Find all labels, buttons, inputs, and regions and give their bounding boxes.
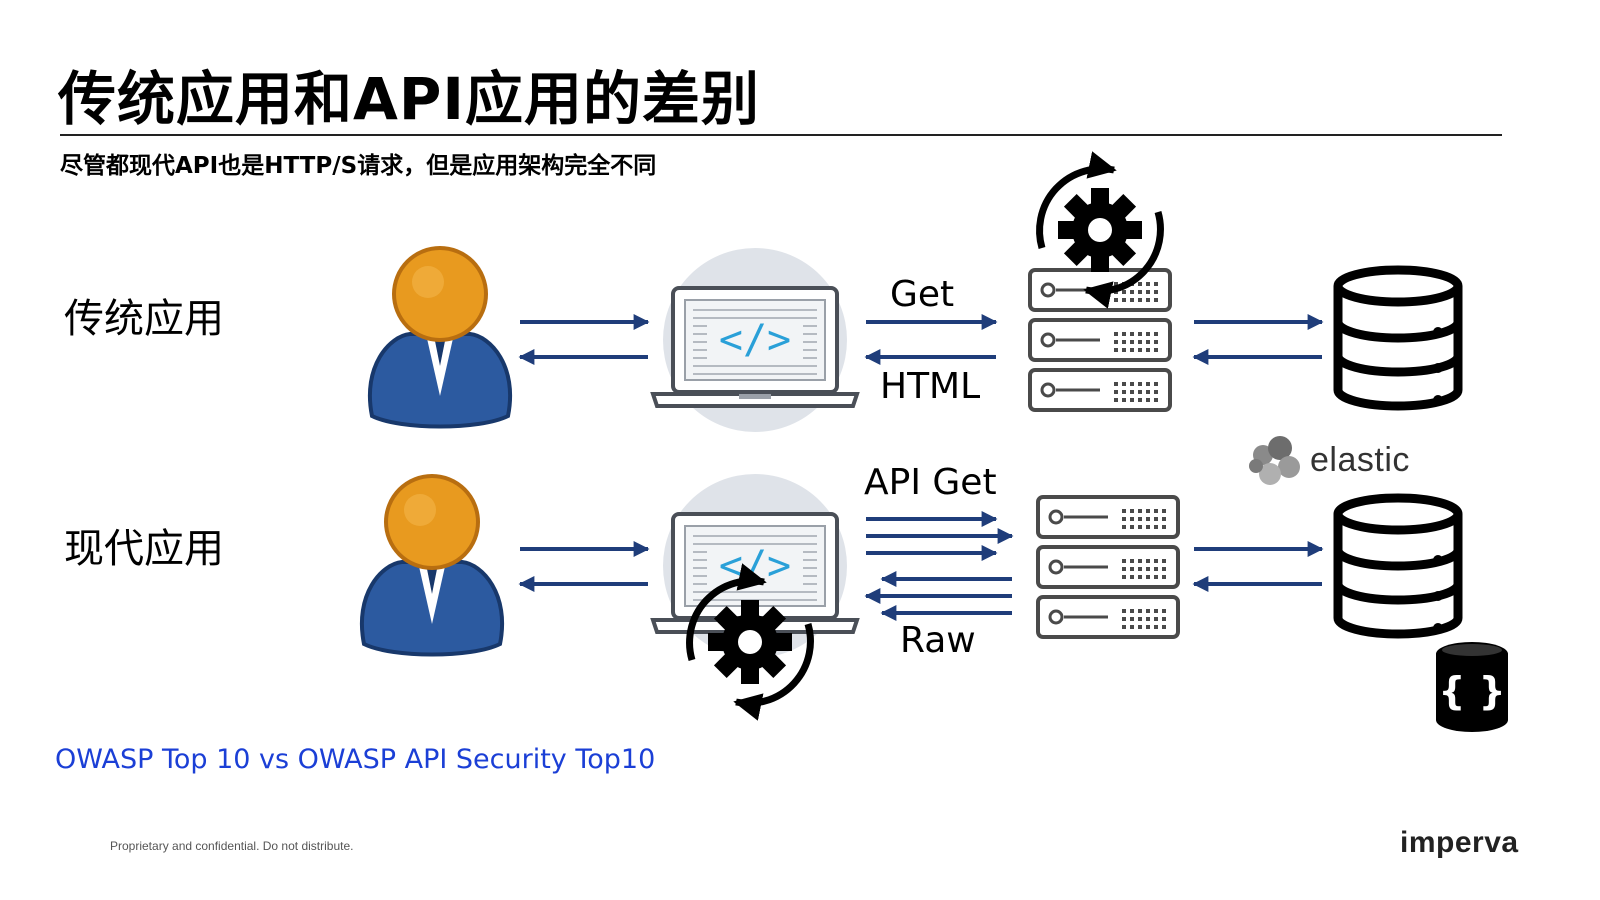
- database-icon: [1338, 270, 1458, 406]
- confidentiality-footer: Proprietary and confidential. Do not dis…: [110, 839, 354, 853]
- traditional-app-label: 传统应用: [64, 296, 224, 342]
- svg-text:{ }: { }: [1438, 669, 1505, 713]
- request-label-get: Get: [890, 274, 955, 315]
- elastic-logo-icon: [1249, 436, 1300, 485]
- response-label-html: HTML: [880, 366, 981, 407]
- owasp-comparison-link[interactable]: OWASP Top 10 vs OWASP API Security Top10: [55, 744, 656, 775]
- slide-title: 传统应用和API应用的差别: [58, 65, 760, 133]
- slide-subtitle: 尽管都现代API也是HTTP/S请求，但是应用架构完全不同: [60, 153, 657, 179]
- user-icon: [367, 246, 513, 429]
- json-database-icon: { }: [1436, 642, 1508, 732]
- request-label-api-get: API Get: [864, 462, 997, 503]
- elastic-label: elastic: [1310, 441, 1410, 479]
- modern-app-label: 现代应用: [64, 526, 224, 572]
- user-icon: [359, 474, 505, 657]
- imperva-logo: imperva: [1400, 826, 1519, 859]
- database-icon: [1338, 498, 1458, 634]
- laptop-code-icon: [651, 246, 859, 434]
- title-divider: [60, 134, 1502, 136]
- server-rack-icon: [1036, 495, 1180, 639]
- response-label-raw: Raw: [900, 620, 976, 661]
